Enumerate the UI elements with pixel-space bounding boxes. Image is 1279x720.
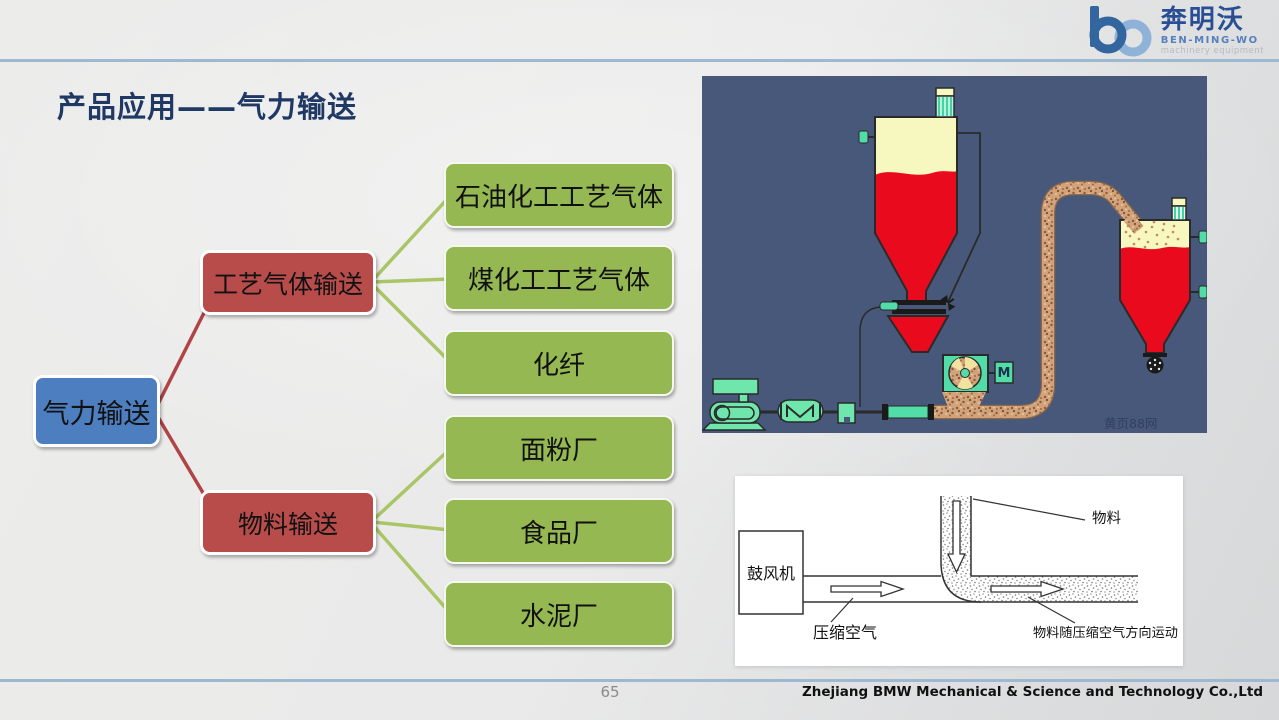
conveying-principle-image: 鼓风机 物料 压缩空气 物料随压缩空气方向运动 [735, 476, 1183, 666]
flowchart-leaf-box: 石油化工工艺气体 [444, 162, 674, 228]
flowchart-leaf-box: 煤化工工艺气体 [444, 245, 674, 311]
header-divider [0, 59, 1279, 62]
material-label: 物料 [1092, 510, 1121, 527]
flowchart-branch-box-material: 物料输送 [200, 490, 376, 555]
footer-divider [0, 679, 1279, 682]
flowchart-leaf-box: 化纤 [444, 330, 674, 396]
logo-en: BEN-MING-WO [1160, 34, 1259, 46]
flowchart-root-box: 气力输送 [33, 375, 160, 447]
flowchart-leaf-box: 食品厂 [444, 498, 674, 564]
page-number: 65 [600, 683, 620, 701]
footer-company: Zhejiang BMW Mechanical & Science and Te… [801, 684, 1263, 700]
logo-cn: 奔明沃 [1160, 5, 1245, 36]
compressed-air-label: 压缩空气 [813, 623, 877, 642]
logo-bo-icon [1089, 6, 1152, 57]
company-logo: 奔明沃 BEN-MING-WO machinery equipment [1087, 5, 1264, 59]
flowchart-leaf-box: 面粉厂 [444, 415, 674, 481]
flowchart-branch-box-gas: 工艺气体输送 [200, 250, 376, 315]
page-title: 产品应用——气力输送 [57, 90, 358, 124]
image-watermark: 黄页88网 [1104, 416, 1157, 431]
flow-note-label: 物料随压缩空气方向运动 [1033, 625, 1178, 641]
blower-label: 鼓风机 [747, 564, 795, 583]
flowchart-leaf-box: 水泥厂 [444, 581, 674, 647]
flowchart-connectors [153, 194, 452, 615]
logo-sub: machinery equipment [1160, 46, 1264, 57]
rotary-valve-motor-label: M [998, 366, 1011, 381]
pneumatic-conveying-system-image: M 黄 [701, 76, 1208, 433]
